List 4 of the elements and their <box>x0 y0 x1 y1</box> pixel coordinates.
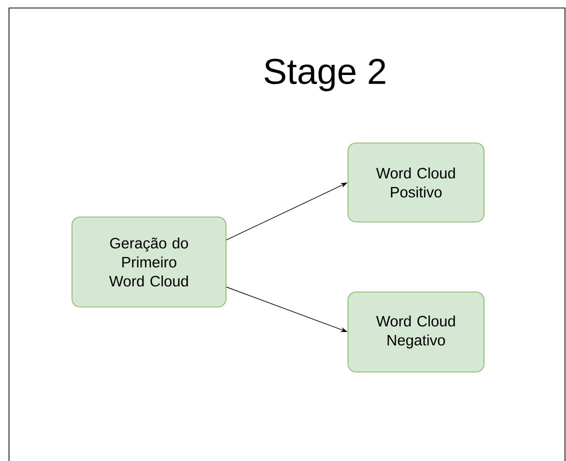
process-box: Geração do Primeiro Word Cloud <box>72 216 226 308</box>
process-box: Word Cloud Positivo <box>348 142 484 222</box>
title: Stage 2 <box>264 58 386 92</box>
process-box: Word Cloud Negativo <box>348 292 484 372</box>
